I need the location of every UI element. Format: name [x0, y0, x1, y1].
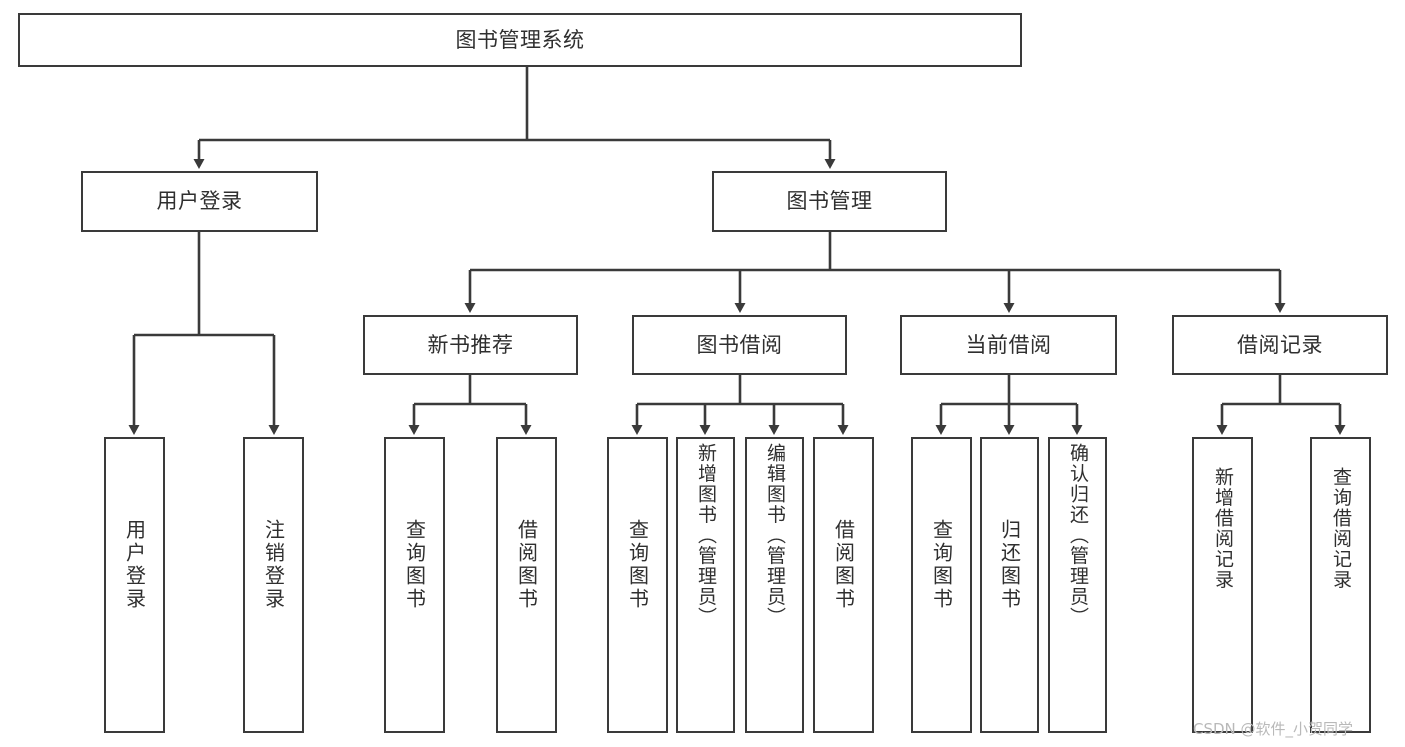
node-label: 图书管理: [786, 189, 873, 214]
leaf-borrow-book[interactable]: 借阅图书: [813, 437, 874, 733]
node-label: 查询图书: [625, 519, 650, 611]
node-label: 注销登录: [261, 519, 286, 611]
node-label: 借阅记录: [1237, 332, 1323, 357]
leaf-query-book-borrow[interactable]: 查询图书: [607, 437, 668, 733]
node-book-management[interactable]: 图书管理: [712, 171, 947, 232]
node-label: 查询图书: [929, 519, 954, 611]
node-new-book-recommend[interactable]: 新书推荐: [363, 315, 578, 375]
csdn-watermark: CSDN @软件_小贺同学: [1193, 720, 1354, 738]
node-label: 借阅图书: [831, 519, 856, 611]
node-user-login[interactable]: 用户登录: [81, 171, 318, 232]
node-label: 新书推荐: [427, 332, 514, 357]
node-label: 编辑图书（管理员）: [764, 443, 786, 628]
node-borrow-record[interactable]: 借阅记录: [1172, 315, 1388, 375]
leaf-add-borrow-record[interactable]: 新增借阅记录: [1192, 437, 1253, 733]
node-label: 确认归还（管理员）: [1067, 443, 1089, 628]
node-label: 当前借阅: [965, 332, 1052, 357]
leaf-confirm-return-admin[interactable]: 确认归还（管理员）: [1048, 437, 1107, 733]
node-label: 新增图书（管理员）: [695, 443, 717, 628]
node-label: 归还图书: [997, 519, 1022, 611]
node-label: 图书管理系统: [455, 27, 585, 52]
node-label: 图书借阅: [696, 332, 783, 357]
leaf-logout-login[interactable]: 注销登录: [243, 437, 304, 733]
node-label: 新增借阅记录: [1212, 467, 1234, 590]
leaf-query-book-current[interactable]: 查询图书: [911, 437, 972, 733]
node-label: 用户登录: [122, 519, 147, 611]
leaf-query-borrow-record[interactable]: 查询借阅记录: [1310, 437, 1371, 733]
node-book-borrow[interactable]: 图书借阅: [632, 315, 847, 375]
node-label: 借阅图书: [514, 519, 539, 611]
node-label: 查询借阅记录: [1330, 467, 1352, 590]
node-root-book-management-system[interactable]: 图书管理系统: [18, 13, 1022, 67]
leaf-edit-book-admin[interactable]: 编辑图书（管理员）: [745, 437, 804, 733]
leaf-return-book[interactable]: 归还图书: [980, 437, 1039, 733]
leaf-query-book-recommend[interactable]: 查询图书: [384, 437, 445, 733]
leaf-borrow-book-recommend[interactable]: 借阅图书: [496, 437, 557, 733]
leaf-user-login[interactable]: 用户登录: [104, 437, 165, 733]
node-current-borrow[interactable]: 当前借阅: [900, 315, 1117, 375]
node-label: 用户登录: [156, 189, 243, 214]
leaf-add-book-admin[interactable]: 新增图书（管理员）: [676, 437, 735, 733]
node-label: 查询图书: [402, 519, 427, 611]
